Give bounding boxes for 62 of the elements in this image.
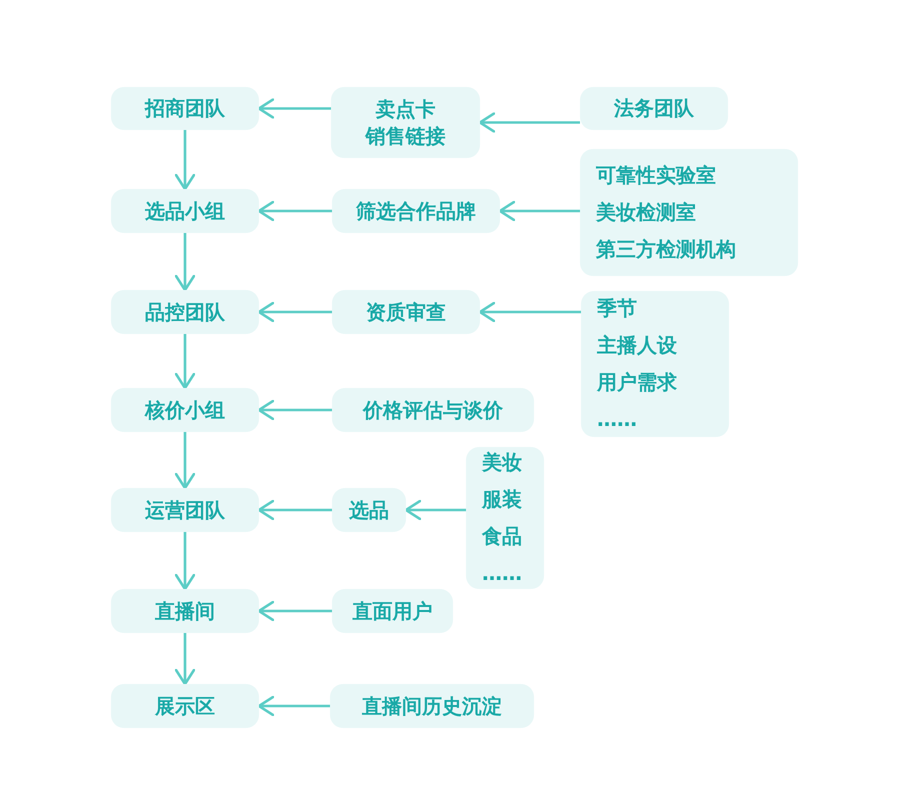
list-item: 用户需求 <box>597 369 677 396</box>
arrow <box>478 302 581 322</box>
list-item: …… <box>597 406 637 433</box>
box-text: 直播间历史沉淀 <box>362 692 502 720</box>
process-box <box>111 684 259 728</box>
process-box <box>111 388 259 432</box>
arrow <box>404 500 466 520</box>
process-box <box>332 189 500 233</box>
process-box <box>111 589 259 633</box>
arrow <box>174 233 196 292</box>
list-item: 可靠性实验室 <box>596 162 716 189</box>
arrow <box>258 302 332 322</box>
arrow <box>258 500 332 520</box>
list-item: 第三方检测机构 <box>596 236 736 263</box>
process-box <box>330 684 534 728</box>
box-text: 直播间 <box>155 598 215 624</box>
box-text: 选品 <box>349 496 389 524</box>
process-box <box>331 87 480 158</box>
arrow <box>258 98 331 119</box>
process-box <box>111 290 259 334</box>
box-text: 销售链接 <box>366 122 446 150</box>
list-item: 美妆 <box>482 449 522 476</box>
arrow <box>174 334 196 390</box>
list-item: 美妆检测室 <box>596 199 696 226</box>
process-box <box>111 87 259 130</box>
box-text: 品控团队 <box>145 298 225 326</box>
list-item: 主播人设 <box>597 332 677 359</box>
list-item: 食品 <box>482 523 522 550</box>
process-box <box>580 87 728 130</box>
box-text: 资质审查 <box>366 298 446 326</box>
arrow <box>478 112 580 133</box>
process-box <box>332 488 406 532</box>
arrow <box>258 696 330 716</box>
list-box <box>580 149 798 276</box>
process-box <box>111 488 259 532</box>
process-box <box>332 589 453 633</box>
box-text: 价格评估与谈价 <box>363 396 503 424</box>
box-text: 招商团队 <box>145 95 225 122</box>
arrow <box>174 130 196 190</box>
box-text: 筛选合作品牌 <box>356 198 476 224</box>
arrow <box>258 400 332 420</box>
process-box <box>332 290 480 334</box>
arrow <box>174 532 196 590</box>
list-box <box>466 447 544 589</box>
arrow <box>174 633 196 686</box>
process-box <box>332 388 534 432</box>
list-box <box>581 291 729 437</box>
box-text: 核价小组 <box>145 396 225 424</box>
list-item: 服装 <box>482 486 522 513</box>
arrow <box>258 200 332 222</box>
list-item: 季节 <box>597 295 637 322</box>
arrow <box>258 600 332 622</box>
box-text: 选品小组 <box>145 198 225 224</box>
box-text: 展示区 <box>155 692 215 720</box>
box-text: 运营团队 <box>145 496 225 524</box>
box-text: 卖点卡 <box>376 96 436 122</box>
list-item: …… <box>482 560 522 587</box>
arrow <box>498 200 580 222</box>
arrow <box>174 432 196 490</box>
box-text: 法务团队 <box>614 95 694 122</box>
box-text: 直面用户 <box>352 598 432 624</box>
process-box <box>111 189 259 233</box>
